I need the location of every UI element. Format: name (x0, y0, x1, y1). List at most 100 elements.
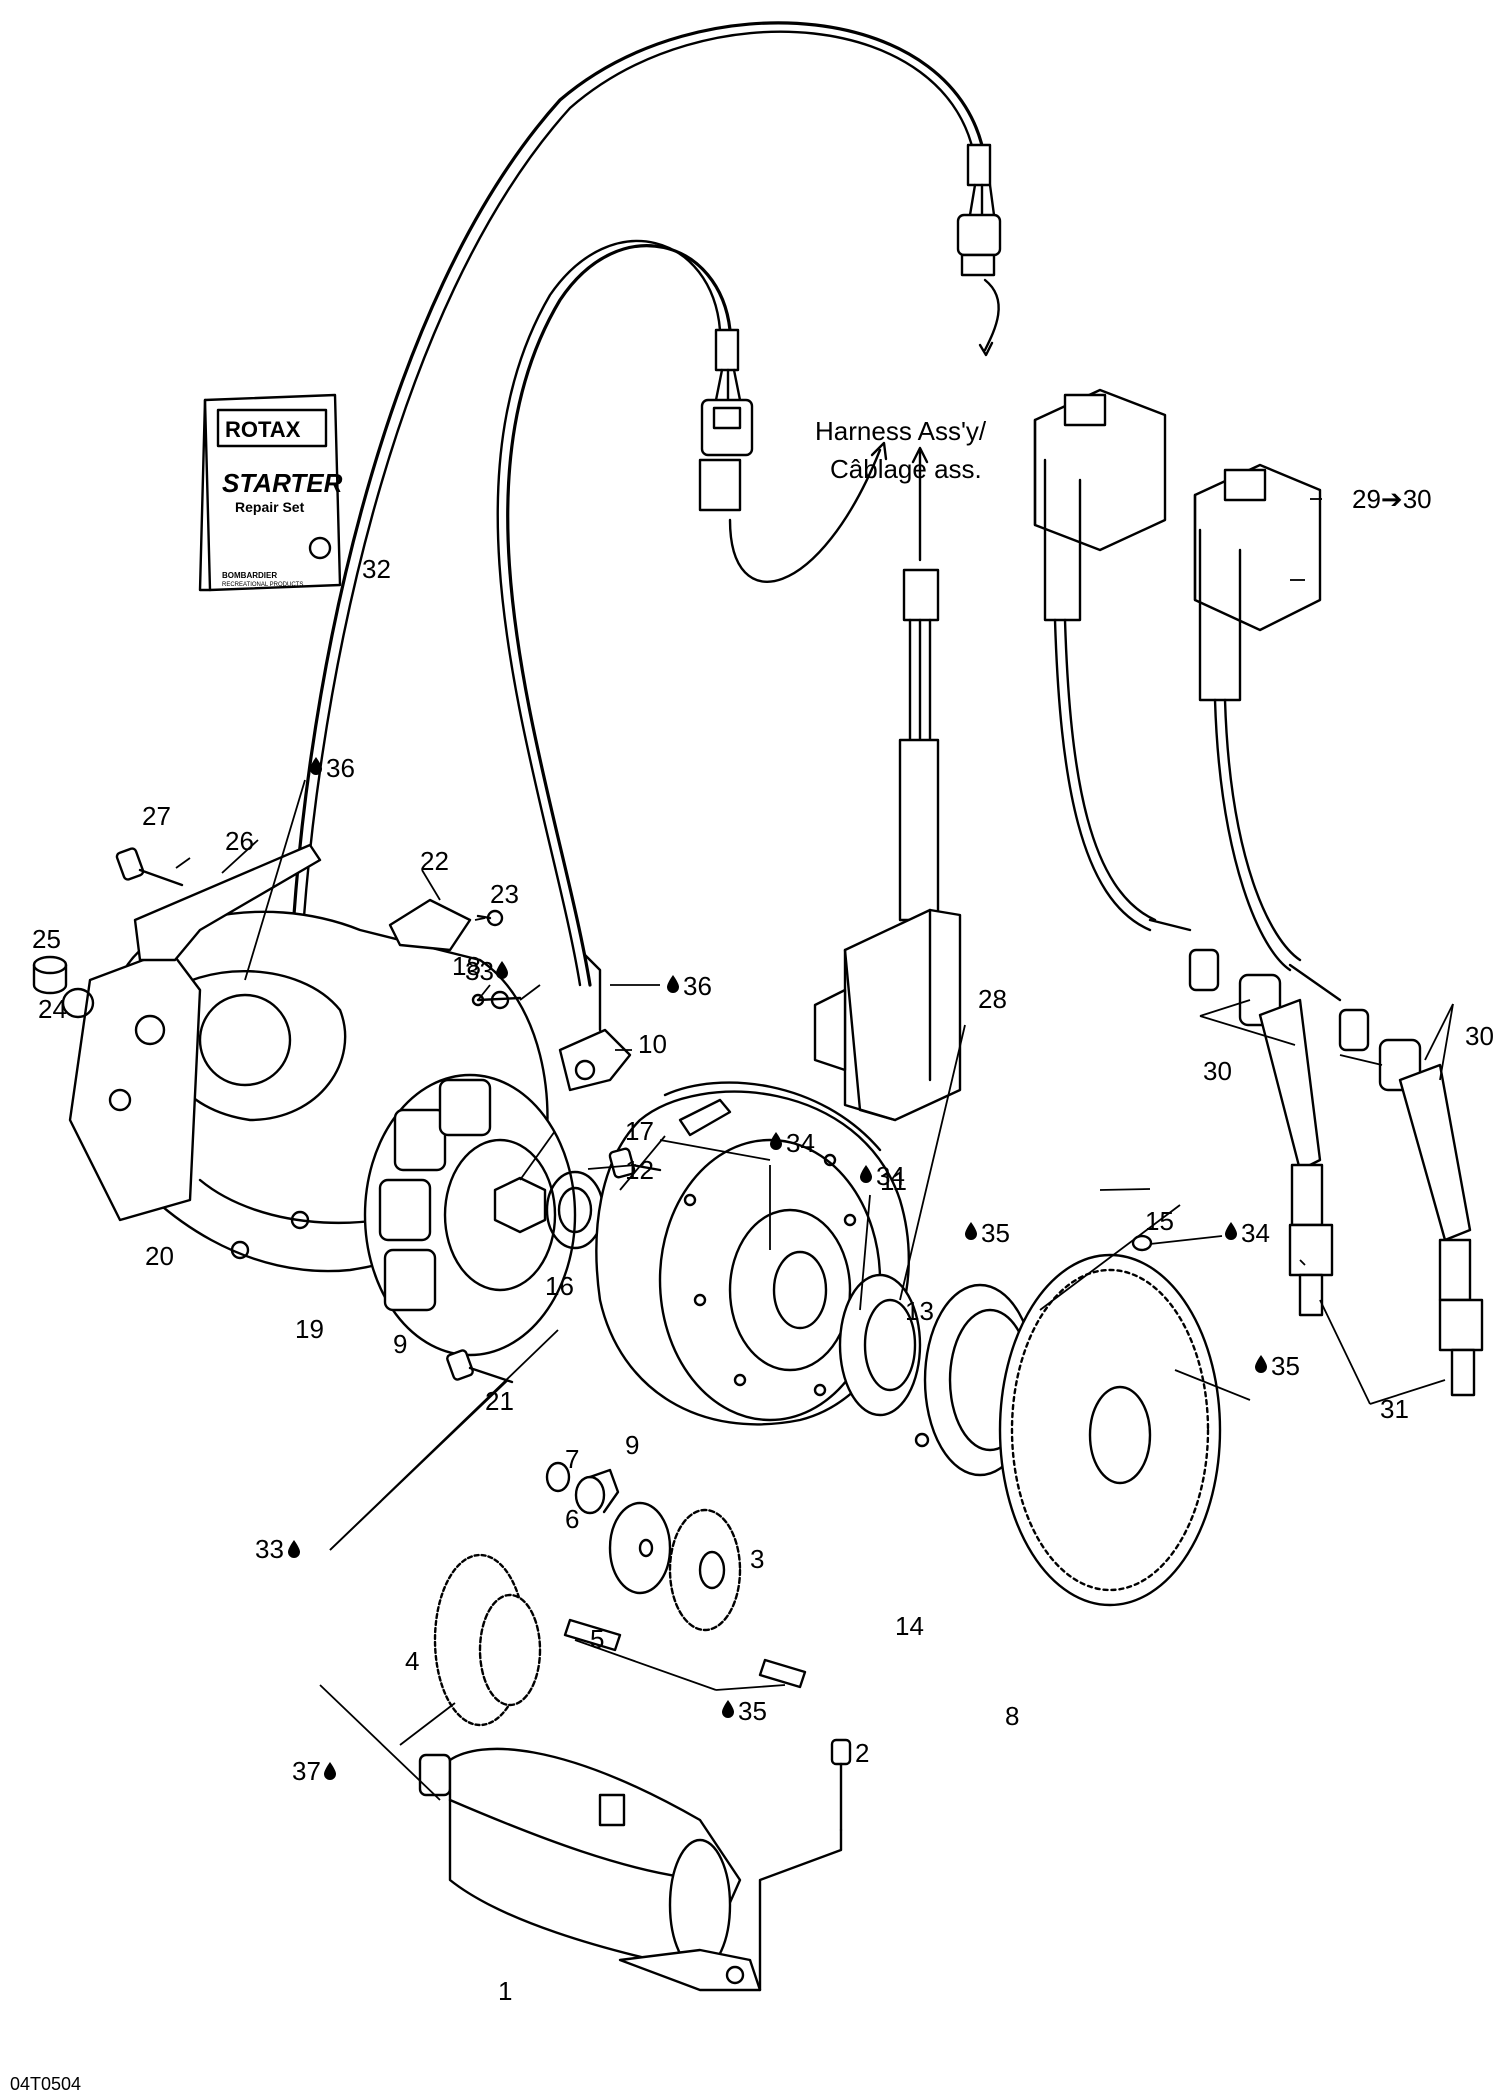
screw-21 (446, 1349, 514, 1384)
callout-9b: 9 (625, 1430, 639, 1460)
callout-22: 22 (420, 846, 449, 876)
callout-30b: 30 (1465, 1021, 1494, 1051)
callout-35b-group: 35 (722, 1696, 767, 1726)
callout-14: 14 (895, 1611, 924, 1641)
callout-33b: 33 (255, 1534, 284, 1564)
screw-12 (608, 1147, 662, 1179)
callout-8: 8 (1005, 1701, 1019, 1731)
callout-34b-group: 34 (860, 1161, 905, 1191)
screw-18 (471, 993, 522, 1007)
callout-29: 29➔30 (1352, 484, 1432, 514)
harness-wire-short (496, 240, 754, 987)
manual-brand: ROTAX (225, 417, 301, 442)
callout-4: 4 (405, 1646, 419, 1676)
callout-35b: 35 (738, 1696, 767, 1726)
callout-23: 23 (490, 879, 519, 909)
harness-label-line2: Câblage ass. (830, 454, 982, 484)
o-ring-24 (61, 987, 95, 1019)
shafts-35 (563, 1618, 807, 1689)
manual-subtitle: Repair Set (235, 499, 305, 515)
figure-code: 04T0504 (10, 2074, 81, 2094)
washer-5 (608, 1501, 672, 1595)
cover-22 (388, 898, 472, 952)
callout-34a: 34 (786, 1128, 815, 1158)
callout-20: 20 (145, 1241, 174, 1271)
lubricant-drop-icon (722, 1700, 734, 1718)
gear-3 (668, 1508, 742, 1632)
callout-32: 32 (362, 554, 391, 584)
callout-18: 18 (452, 951, 481, 981)
lubricant-drop-icon (324, 1762, 336, 1780)
callout-28: 28 (978, 984, 1007, 1014)
starter-motor-1 (418, 1747, 762, 1992)
gear-4 (433, 1553, 542, 1727)
callout-3: 3 (750, 1544, 764, 1574)
trigger-coil-10 (558, 953, 632, 1092)
callout-27: 27 (142, 801, 171, 831)
callout-34c-group: 34 (1225, 1218, 1270, 1248)
callout-35a: 35 (981, 1218, 1010, 1248)
callout-12: 12 (625, 1155, 654, 1185)
callout-16: 16 (545, 1271, 574, 1301)
callout-34c: 34 (1241, 1218, 1270, 1248)
harness-wire-long (288, 21, 1002, 992)
callout-36b-group: 36 (667, 971, 712, 1001)
callout-9a: 9 (393, 1329, 407, 1359)
callout-35c-group: 35 (1255, 1351, 1300, 1381)
callout-37-group: 37 (292, 1756, 336, 1786)
callout-25: 25 (32, 924, 61, 954)
callout-34b: 34 (876, 1161, 905, 1191)
bracket-26 (133, 843, 322, 962)
callout-10: 10 (638, 1029, 667, 1059)
washer-7 (545, 1461, 571, 1493)
lubricant-drop-icon (1255, 1355, 1267, 1373)
callout-33a: 33 (465, 956, 494, 986)
spark-plug-cap-left (1188, 948, 1334, 1317)
spark-plug-cap-right (1338, 1008, 1484, 1397)
screw-27 (115, 847, 184, 887)
callout-33a-group: 33 (465, 956, 508, 986)
lubricant-drop-icon (288, 1540, 300, 1558)
stator-9 (363, 1073, 577, 1357)
plug-25 (32, 955, 68, 995)
manual-title: STARTER (222, 468, 343, 498)
callout-35c: 35 (1271, 1351, 1300, 1381)
callout-5: 5 (590, 1624, 604, 1654)
callout-36b: 36 (683, 971, 712, 1001)
callout-7: 7 (565, 1444, 579, 1474)
ignition-coil-left (1033, 388, 1192, 932)
callout-11: 11 (880, 1166, 907, 1196)
bushing-6 (574, 1468, 620, 1515)
callout-26: 26 (225, 826, 254, 856)
callout-labels: Harness Ass'y/ Câblage ass. ROTAX STARTE… (10, 416, 1494, 2094)
callout-36a-group: 36 (310, 753, 355, 783)
lubricant-drop-icon (496, 961, 508, 979)
ignition-module-28 (813, 568, 962, 1122)
crankcase-20 (68, 948, 202, 1222)
callout-17: 17 (625, 1116, 654, 1146)
screw-23 (476, 909, 504, 927)
callout-6: 6 (565, 1504, 579, 1534)
ignition-coil-right (1193, 463, 1342, 1002)
callout-19: 19 (295, 1314, 324, 1344)
flywheel-11 (595, 1081, 910, 1426)
starter-gear-8 (998, 1253, 1222, 1607)
callout-34a-group: 34 (770, 1128, 815, 1158)
callout-36a: 36 (326, 753, 355, 783)
callout-15: 15 (1145, 1206, 1174, 1236)
callout-21: 21 (485, 1386, 514, 1416)
callout-24: 24 (38, 994, 67, 1024)
callout-33b-group: 33 (255, 1534, 300, 1564)
callout-37: 37 (292, 1756, 321, 1786)
bolt-2 (758, 1738, 852, 1992)
leader-lines (175, 498, 1454, 1801)
harness-label-line1: Harness Ass'y/ (815, 416, 987, 446)
callout-35a-group: 35 (965, 1218, 1010, 1248)
starter-repair-manual-32 (198, 393, 342, 592)
callout-2: 2 (855, 1738, 869, 1768)
lubricant-drop-icon (1225, 1222, 1237, 1240)
manual-publisher-line2: RECREATIONAL PRODUCTS (222, 582, 303, 588)
callout-31: 31 (1380, 1394, 1409, 1424)
callout-30a: 30 (1203, 1056, 1232, 1086)
